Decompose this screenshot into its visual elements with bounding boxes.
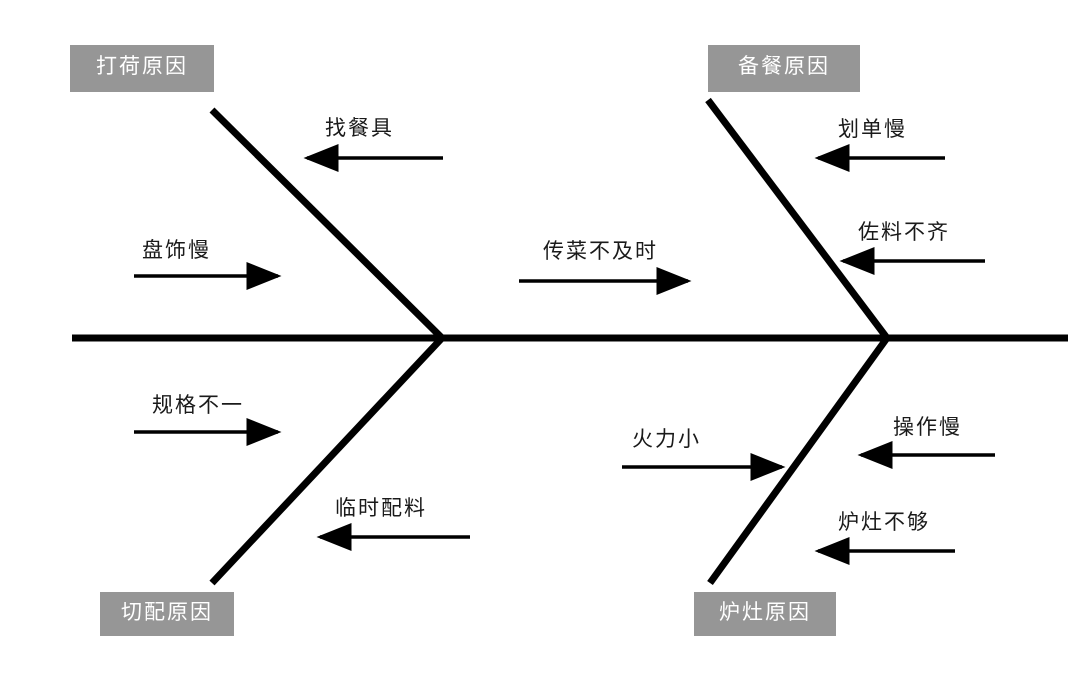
bone-qie-pei xyxy=(209,335,445,586)
cause-label-hua-dan-man: 划单慢 xyxy=(838,117,907,141)
cause-label-huo-li-xiao: 火力小 xyxy=(632,427,701,451)
cause-label-chuan-cai-bu-ji-shi: 传菜不及时 xyxy=(543,239,658,263)
cause-label-lin-shi-pei-liao: 临时配料 xyxy=(335,496,427,520)
cause-label-zuo-liao-bu-qi: 佐料不齐 xyxy=(858,220,950,244)
category-box-lu-zao[interactable]: 炉灶原因 xyxy=(694,592,836,636)
cause-label-zhao-can-ju: 找餐具 xyxy=(325,116,394,140)
bone-lu-zao xyxy=(707,335,890,586)
bone-da-he xyxy=(209,107,445,341)
cause-label-cao-zuo-man: 操作慢 xyxy=(893,415,962,439)
bone-bei-can xyxy=(705,97,890,341)
category-box-qie-pei[interactable]: 切配原因 xyxy=(100,592,234,636)
cause-label-gui-ge-bu-yi: 规格不一 xyxy=(152,393,244,417)
category-box-da-he[interactable]: 打荷原因 xyxy=(70,45,214,92)
category-box-bei-can[interactable]: 备餐原因 xyxy=(708,45,860,92)
cause-label-lu-zao-bu-gou: 炉灶不够 xyxy=(838,510,930,534)
cause-label-pan-shi-man: 盘饰慢 xyxy=(142,238,211,262)
